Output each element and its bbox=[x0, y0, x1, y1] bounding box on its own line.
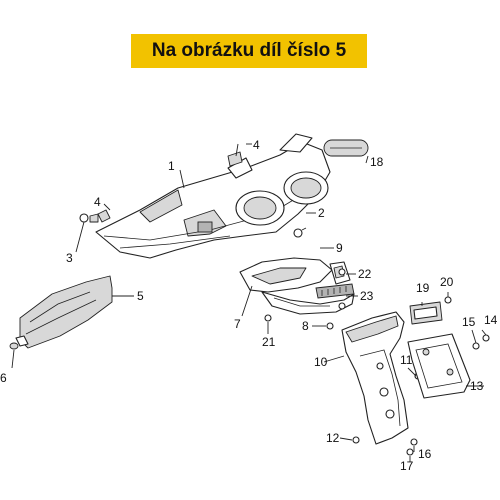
part-19-reflector bbox=[409, 301, 443, 325]
part-8-screw bbox=[326, 322, 334, 330]
part-20-screw bbox=[444, 296, 452, 304]
callout-15: 15 bbox=[462, 315, 476, 329]
callout-21: 21 bbox=[262, 335, 276, 349]
callout-5: 5 bbox=[137, 289, 144, 303]
part-7-lower-bracket bbox=[239, 257, 355, 315]
callout-13: 13 bbox=[470, 379, 484, 393]
callout-labels: 1 2 3 4 4 5 6 7 8 9 10 11 12 13 14 15 16… bbox=[0, 138, 498, 473]
callout-9: 9 bbox=[336, 241, 343, 255]
callout-18: 18 bbox=[370, 155, 384, 169]
callout-19: 19 bbox=[416, 281, 430, 295]
leader-lines bbox=[11, 143, 487, 462]
callout-12: 12 bbox=[326, 431, 340, 445]
callout-2: 2 bbox=[318, 206, 325, 220]
part-14-nut bbox=[482, 334, 490, 342]
part-5-side-panel bbox=[15, 275, 113, 349]
part-12-screw bbox=[352, 436, 360, 444]
part-4-clip-left bbox=[97, 209, 111, 223]
part-3-screw bbox=[79, 213, 99, 223]
part-1-frame-cover bbox=[95, 133, 331, 259]
callout-16: 16 bbox=[418, 447, 432, 461]
callout-7: 7 bbox=[234, 317, 241, 331]
callout-4-top: 4 bbox=[253, 138, 260, 152]
part-10-mudguard bbox=[341, 311, 409, 445]
callout-14: 14 bbox=[484, 313, 498, 327]
part-22-screw bbox=[338, 268, 346, 276]
callout-20: 20 bbox=[440, 275, 454, 289]
part-13-plate-holder bbox=[407, 333, 471, 399]
callout-22: 22 bbox=[358, 267, 372, 281]
part-15-washer bbox=[472, 342, 480, 350]
part-2-screw bbox=[293, 227, 307, 238]
callout-3: 3 bbox=[66, 251, 73, 265]
part-17-washer bbox=[406, 448, 414, 456]
callout-1: 1 bbox=[168, 159, 175, 173]
callout-4-left: 4 bbox=[94, 195, 101, 209]
part-23-grille bbox=[315, 283, 355, 310]
part-6-washer bbox=[9, 342, 19, 350]
callout-10: 10 bbox=[314, 355, 328, 369]
part-number-banner: Na obrázku díl číslo 5 bbox=[131, 34, 367, 68]
part-21-screw bbox=[264, 314, 272, 322]
part-16-nut bbox=[410, 438, 418, 446]
callout-17: 17 bbox=[400, 459, 414, 473]
callout-8: 8 bbox=[302, 319, 309, 333]
part-18-seal-strip bbox=[323, 139, 369, 157]
callout-6: 6 bbox=[0, 371, 7, 385]
callout-23: 23 bbox=[360, 289, 374, 303]
callout-11: 11 bbox=[400, 353, 413, 367]
